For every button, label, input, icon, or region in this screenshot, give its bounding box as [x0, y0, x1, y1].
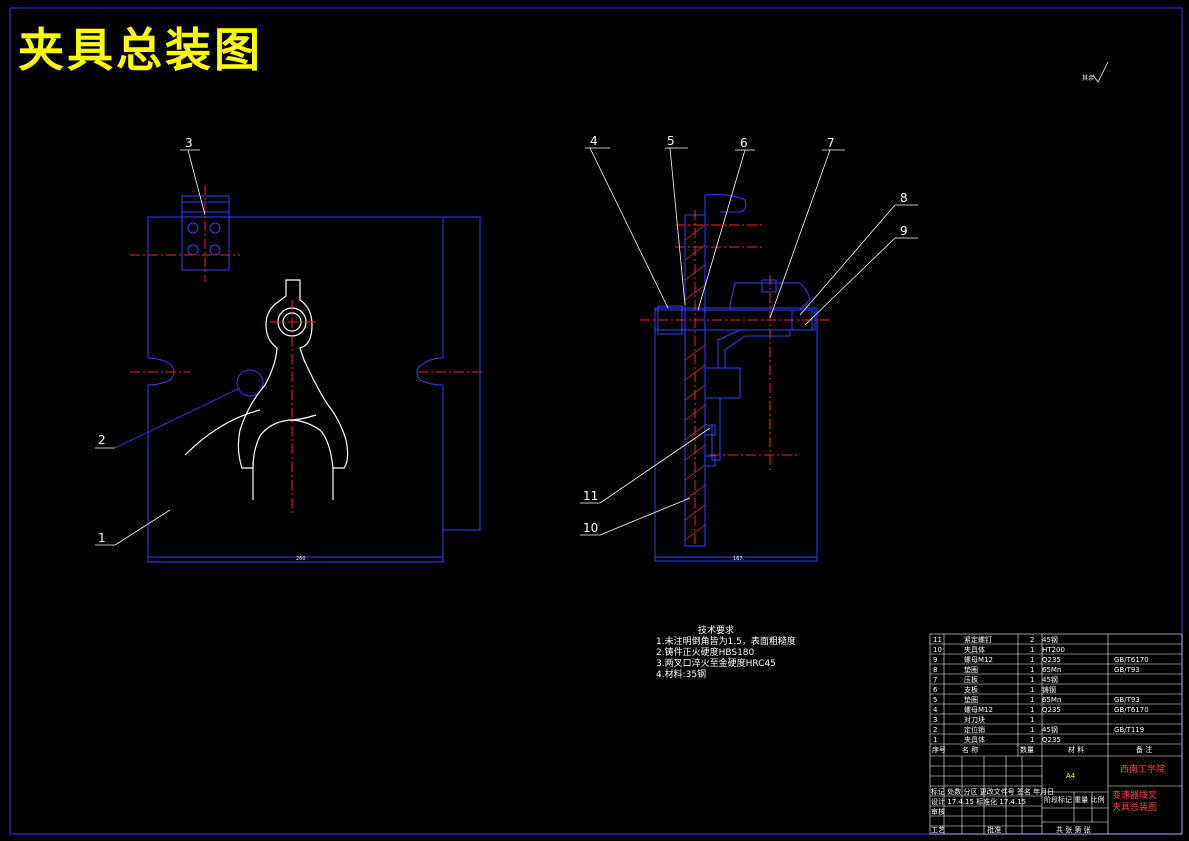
bom-header-material: 材 料 [1068, 746, 1085, 754]
tech-item: 2.铸件正火硬度HBS180 [656, 648, 755, 658]
bom-cell-material: 45钢 [1042, 676, 1058, 684]
stage-labels: 阶段标记 重量 比例 [1044, 796, 1105, 804]
sign-row-4: 工艺 批准 [931, 826, 1002, 834]
bom-cell-no: 4 [933, 706, 938, 714]
bom-cell-qty: 1 [1030, 716, 1035, 724]
bom-cell-name: 压板 [964, 676, 978, 684]
sign-row-1: 标记 处数 分区 更改文件号 签名 年月日 [931, 788, 1055, 796]
bom-cell-qty: 1 [1030, 646, 1035, 654]
bom-cell-name: 夹具体 [964, 646, 985, 654]
callout-2: 2 [98, 433, 106, 447]
bom-cell-material: HT200 [1042, 646, 1065, 654]
bom-cell-no: 9 [933, 656, 938, 664]
bom-cell-no: 1 [933, 736, 938, 744]
workpiece-fork [184, 279, 349, 500]
bom-header-name: 名 称 [962, 746, 979, 754]
bom-cell-name: 螺母M12 [964, 706, 993, 714]
bom-cell-qty: 1 [1030, 696, 1035, 704]
bom-cell-material: Q235 [1042, 656, 1061, 664]
bom-cell-no: 11 [933, 636, 942, 644]
bom-cell-qty: 1 [1030, 666, 1035, 674]
tech-heading: 技术要求 [698, 626, 735, 636]
callout-3: 3 [185, 136, 193, 150]
bom-cell-name: 定位销 [964, 726, 985, 734]
side-center-lines [640, 210, 830, 546]
bom-cell-name: 夹具体 [964, 736, 985, 744]
bom-cell-note: GB/T93 [1114, 666, 1140, 674]
callout-7: 7 [827, 136, 835, 150]
drawing-name: 夹具总装图 [1112, 803, 1158, 813]
dim-right-width: 167 [733, 556, 743, 562]
locating-pin [236, 369, 264, 397]
sheet-labels: 共 张 第 张 [1056, 826, 1091, 834]
center-lines [130, 185, 482, 515]
bom-cell-note: GB/T6170 [1114, 656, 1149, 664]
bom-cell-no: 6 [933, 686, 938, 694]
bom-cell-material: 45钢 [1042, 726, 1058, 734]
tech-item: 3.两叉口淬火至金硬度HRC45 [656, 659, 776, 669]
bom-cell-material: Q235 [1042, 706, 1061, 714]
bom-cell-qty: 1 [1030, 676, 1035, 684]
tech-requirements: 技术要求 1.未注明倒角皆为1.5，表面粗糙度 2.铸件正火硬度HBS180 3… [656, 626, 796, 681]
callout-11: 11 [583, 489, 598, 503]
front-view [147, 195, 481, 563]
bom-cell-no: 2 [933, 726, 938, 734]
bom-cell-qty: 1 [1030, 736, 1035, 744]
bom-cell-material: 45钢 [1042, 636, 1058, 644]
bom-cell-name: 垫圈 [964, 696, 978, 704]
callout-6: 6 [740, 136, 748, 150]
bom-cell-name: 支板 [964, 686, 978, 694]
bom-cell-qty: 1 [1030, 726, 1035, 734]
school-name: 西南工学院 [1120, 765, 1166, 775]
part-name: 变速器拨叉 [1112, 791, 1158, 801]
bom-header-note: 备 注 [1136, 746, 1153, 754]
border-frame [9, 7, 1183, 835]
bom-header-qty: 数量 [1020, 746, 1034, 754]
bom-cell-qty: 1 [1030, 656, 1035, 664]
bom-cell-no: 10 [933, 646, 942, 654]
bom-cell-no: 3 [933, 716, 938, 724]
bom-cell-name: 对刀块 [964, 716, 985, 724]
tech-item: 4.材料:35钢 [656, 670, 707, 680]
bom-cell-no: 7 [933, 676, 938, 684]
bom-cell-name: 螺母M12 [964, 656, 993, 664]
bom-cell-material: Q235 [1042, 736, 1061, 744]
bom-cell-note: GB/T6170 [1114, 706, 1149, 714]
sign-row-2: 设计 17.4.15 标准化 17.4.15 [931, 798, 1027, 806]
drawing-title: 夹具总装图 [18, 23, 263, 77]
roughness-icon [1092, 61, 1109, 83]
bom-cell-note: GB/T93 [1114, 696, 1140, 704]
bom-header-no: 序号 [932, 746, 946, 754]
dim-left-width: 260 [296, 556, 306, 562]
roughness-note: 其余 [1082, 75, 1095, 82]
callout-9: 9 [900, 224, 908, 238]
bom-cell-qty: 2 [1030, 636, 1035, 644]
sign-row-3: 审核 [931, 808, 945, 816]
callout-numbers: 1 2 3 4 5 6 7 8 9 10 11 [98, 134, 908, 545]
bom-cell-no: 8 [933, 666, 938, 674]
callout-4: 4 [590, 134, 598, 148]
bom-cell-no: 5 [933, 696, 938, 704]
bom-cell-qty: 1 [1030, 706, 1035, 714]
callout-1: 1 [98, 531, 106, 545]
bom-cell-name: 紧定螺钉 [964, 636, 992, 644]
callout-10: 10 [583, 521, 598, 535]
bom-cell-material: 65Mn [1042, 666, 1062, 674]
leader-lines [95, 147, 918, 546]
bom-cell-name: 垫圈 [964, 666, 978, 674]
callout-8: 8 [900, 191, 908, 205]
bom-cell-material: 65Mn [1042, 696, 1062, 704]
bom-cell-material: 铸钢 [1042, 686, 1056, 694]
callout-5: 5 [667, 134, 675, 148]
scale-label: A4 [1066, 772, 1076, 780]
tech-item: 1.未注明倒角皆为1.5，表面粗糙度 [656, 637, 796, 647]
title-block-grid [929, 633, 1183, 835]
bom-cell-qty: 1 [1030, 686, 1035, 694]
bom-cell-note: GB/T119 [1114, 726, 1145, 734]
